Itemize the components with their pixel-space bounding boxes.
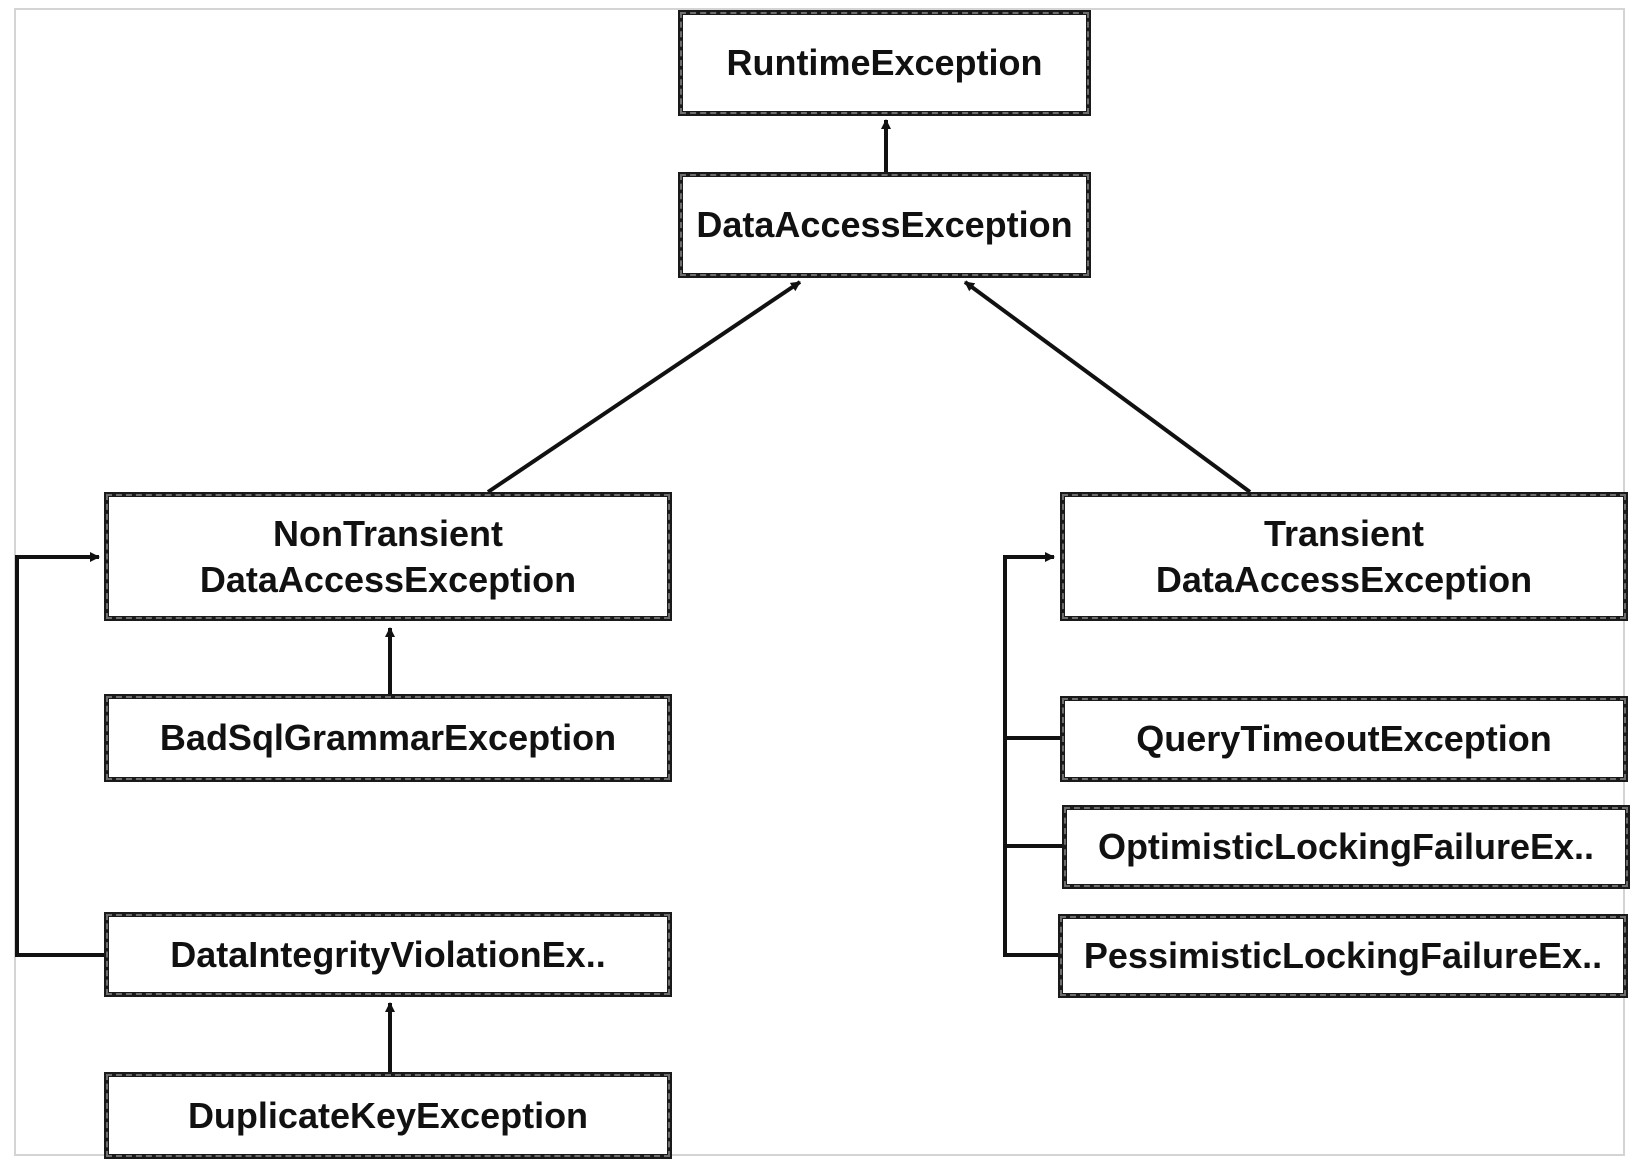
non-transient-data-access-exception-box: NonTransient DataAccessException [104, 492, 672, 621]
query-timeout-exception-box: QueryTimeoutException [1060, 696, 1628, 782]
transient-label-line1: Transient [1263, 512, 1425, 554]
pessimistic-locking-failure-exception-label: PessimisticLockingFailureEx.. [1083, 935, 1603, 976]
bad-sql-grammar-exception-label: BadSqlGrammarException [159, 717, 617, 758]
transient-label-line2: DataAccessException [1155, 558, 1533, 600]
transient-data-access-exception-box: Transient DataAccessException [1060, 492, 1628, 621]
data-access-exception-label: DataAccessException [696, 204, 1073, 245]
non-transient-label-line1: NonTransient [272, 512, 504, 554]
optimistic-locking-failure-exception-box: OptimisticLockingFailureEx.. [1062, 805, 1630, 889]
runtime-exception-box: RuntimeException [678, 10, 1091, 116]
bad-sql-grammar-exception-box: BadSqlGrammarException [104, 694, 672, 782]
edge-transient-to-dataaccess [963, 280, 1252, 494]
optimistic-locking-failure-exception-label: OptimisticLockingFailureEx.. [1097, 826, 1595, 867]
edge-nontransient-to-dataaccess [486, 280, 802, 494]
pessimistic-locking-failure-exception-box: PessimisticLockingFailureEx.. [1058, 914, 1628, 998]
runtime-exception-label: RuntimeException [726, 42, 1043, 83]
query-timeout-exception-label: QueryTimeoutException [1136, 718, 1552, 759]
duplicate-key-exception-label: DuplicateKeyException [187, 1094, 589, 1136]
data-integrity-violation-exception-box: DataIntegrityViolationEx.. [104, 912, 672, 997]
non-transient-label-line2: DataAccessException [199, 558, 577, 600]
duplicate-key-exception-box: DuplicateKeyException [104, 1072, 672, 1159]
data-integrity-violation-exception-label: DataIntegrityViolationEx.. [170, 933, 606, 975]
data-access-exception-box: DataAccessException [678, 172, 1091, 278]
edge-dataintegrity-to-nontransient [15, 552, 104, 957]
